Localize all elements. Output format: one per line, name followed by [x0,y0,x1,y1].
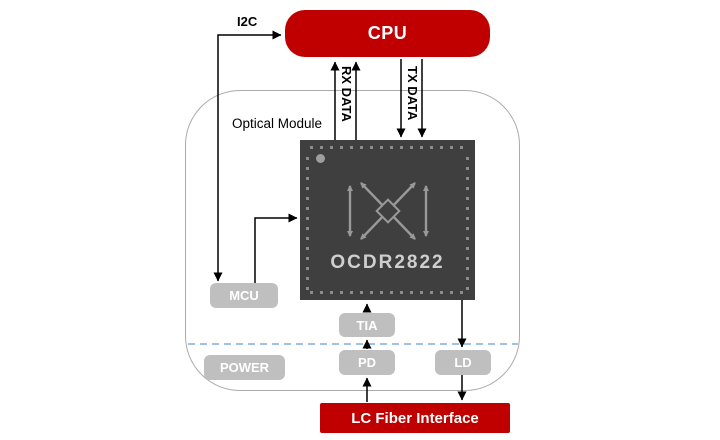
chip-pins-bottom [310,291,465,294]
tx-data-bus-label: TX DATA [405,66,420,121]
chip-pins-left [306,150,309,290]
mcu-block: MCU [210,283,278,308]
ld-block: LD [435,350,491,375]
optical-boundary-dashed-line [188,343,518,345]
rx-data-bus-label: RX DATA [339,66,354,122]
pd-block: PD [339,350,395,375]
lc-fiber-interface-block: LC Fiber Interface [320,403,510,433]
i2c-bus-label: I2C [237,14,258,29]
pin1-marker-dot [316,154,325,163]
optical-module-label: Optical Module [232,116,323,131]
tia-block: TIA [339,313,395,337]
cpu-block: CPU [285,10,490,57]
chip-part-number: OCDR2822 [330,252,445,273]
chip-pins-top [310,146,465,149]
chip-logo-icon [346,182,429,240]
power-block: POWER [204,355,285,380]
chip-pins-right [466,150,469,290]
chip-ocdr2822: OCDR2822 [300,140,475,300]
